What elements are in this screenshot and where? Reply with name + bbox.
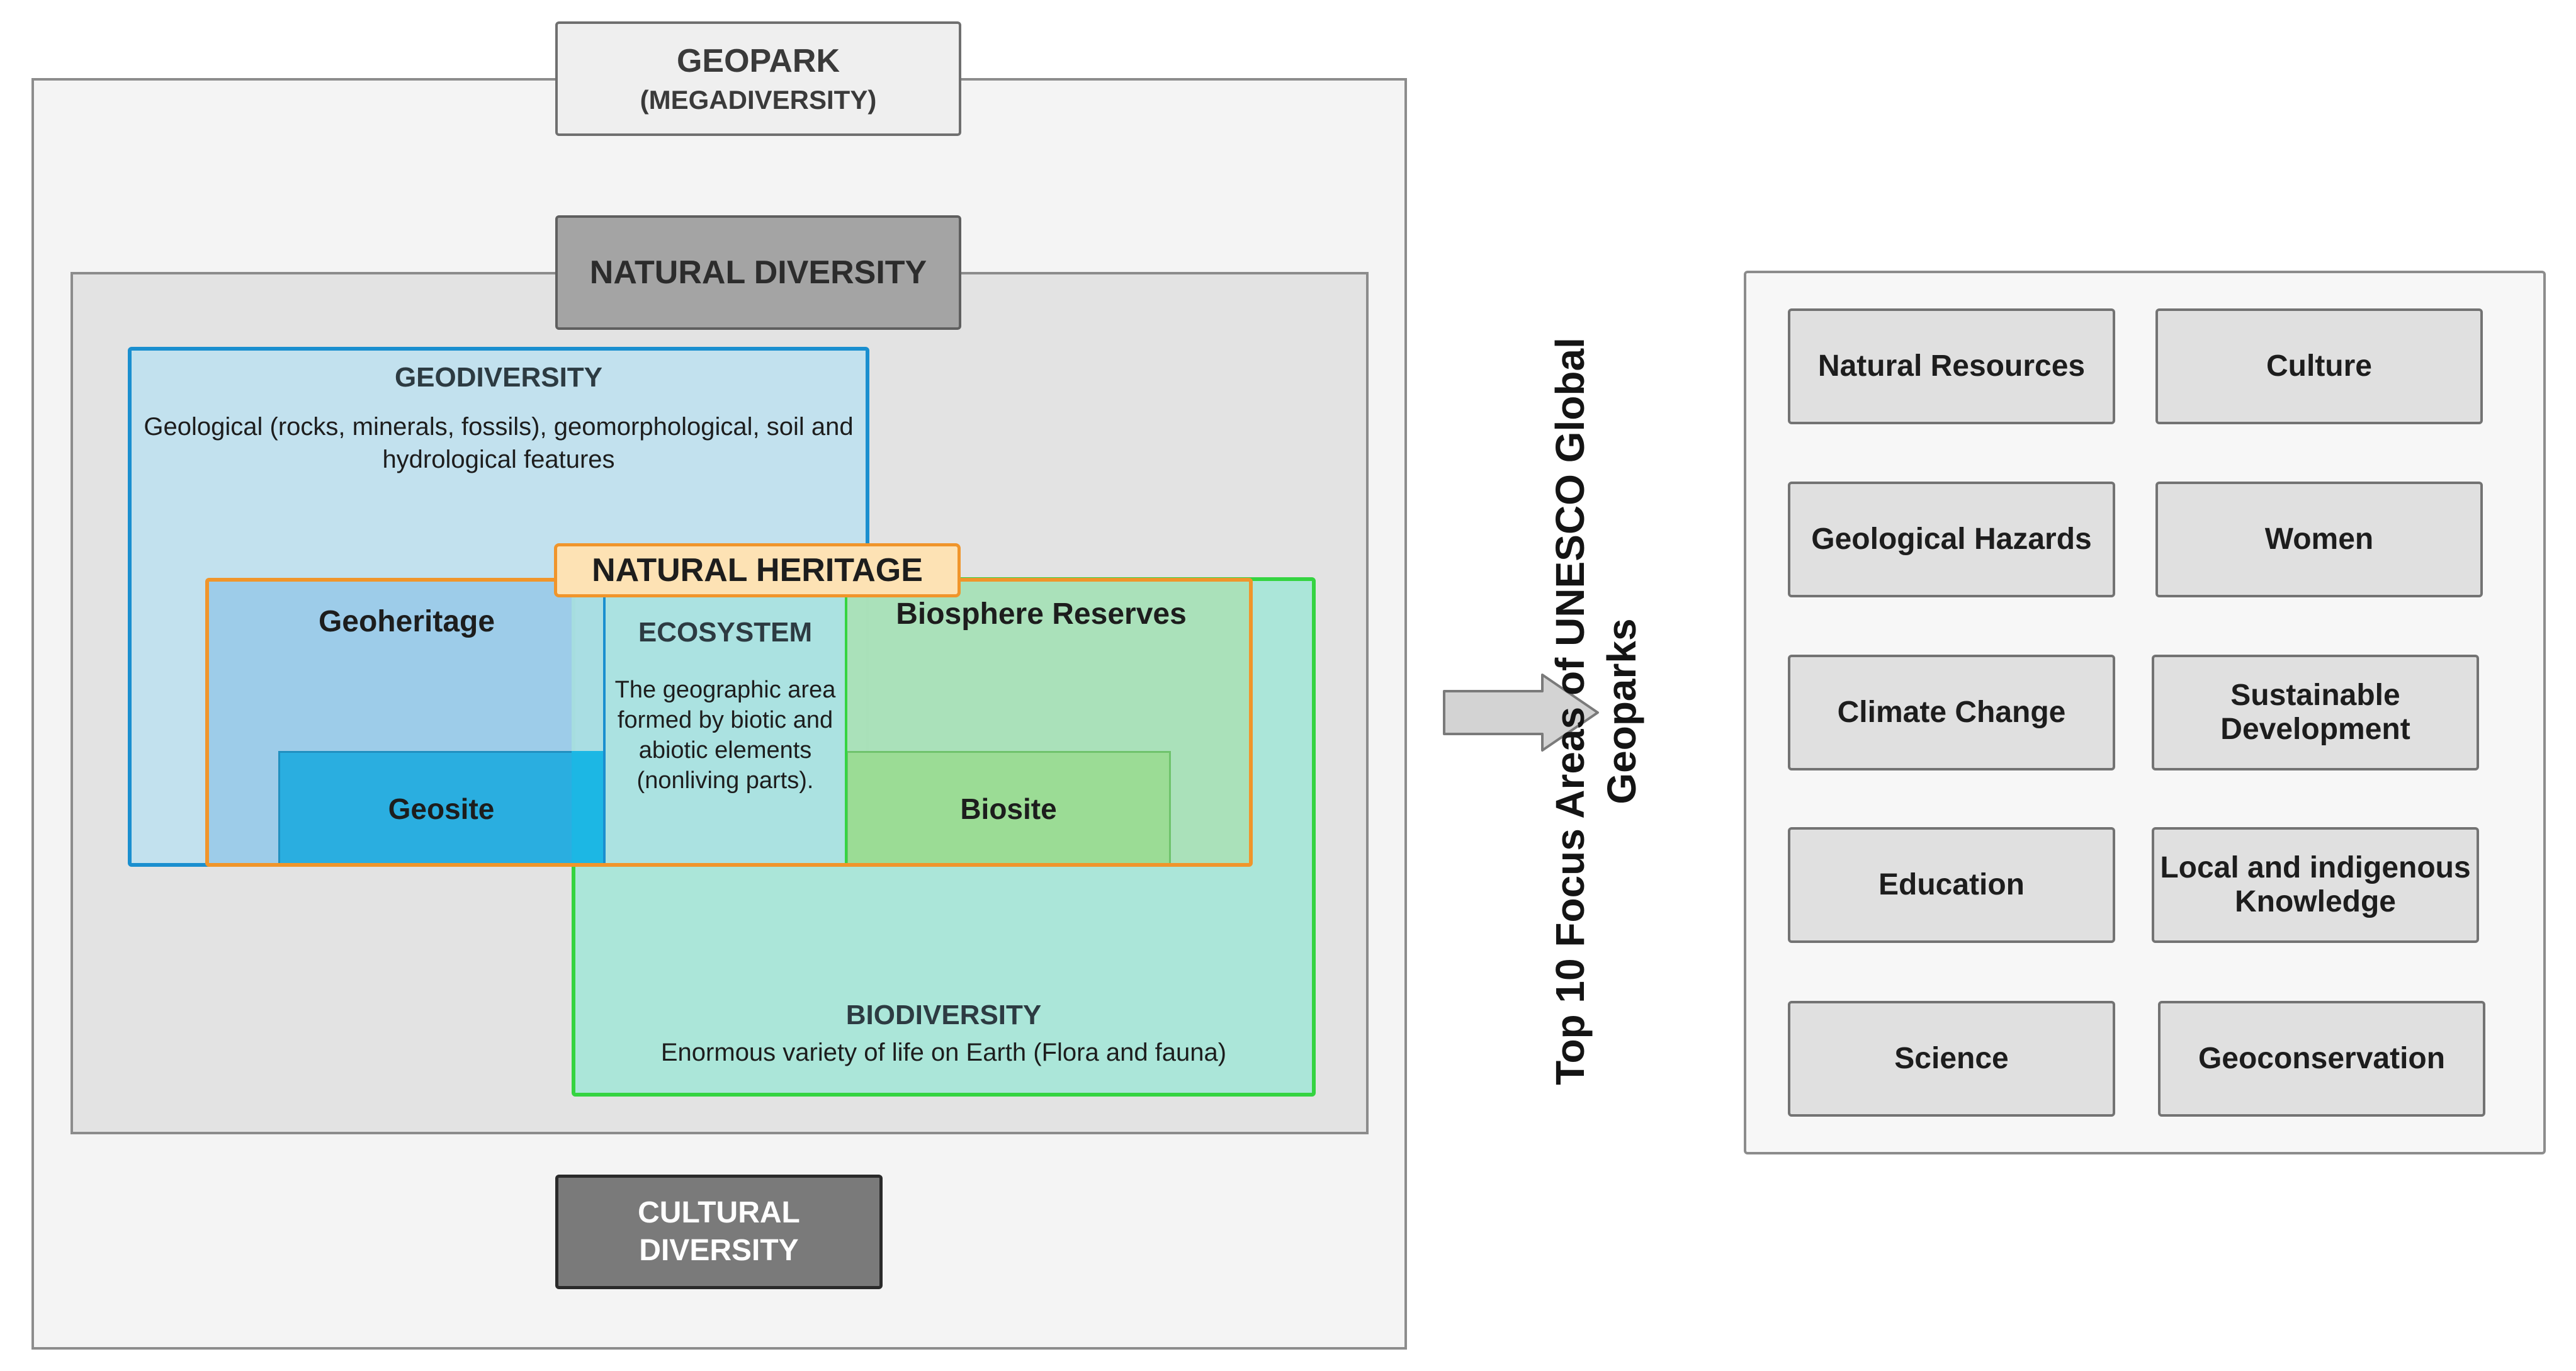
geopark-title: GEOPARK [676, 43, 840, 79]
biodiversity-divider [845, 582, 847, 867]
biosite-label: Biosite [960, 793, 1057, 825]
natural-diversity-label: NATURAL DIVERSITY [555, 215, 961, 330]
focus-item-climate-change: Climate Change [1788, 655, 2115, 770]
ecosystem-area [572, 582, 846, 863]
focus-item-sustainable-development: Sustainable Development [2152, 655, 2479, 770]
focus-item-science: Science [1788, 1001, 2115, 1117]
focus-item-culture: Culture [2155, 308, 2483, 424]
focus-item-local-indigenous-knowledge: Local and indigenous Knowledge [2152, 827, 2479, 943]
geopark-subtitle: (MEGADIVERSITY) [640, 85, 877, 115]
ecosystem-title: ECOSYSTEM [638, 617, 813, 648]
focus-item-geological-hazards: Geological Hazards [1788, 482, 2115, 597]
natural-heritage-label: NATURAL HERITAGE [554, 543, 961, 597]
geodiversity-divider [603, 582, 606, 867]
geoheritage-label: Geoheritage [318, 605, 495, 638]
focus-areas-title: Top 10 Focus Areas of UNESCO Global Geop… [1547, 337, 1644, 1085]
cultural-diversity-label: CULTURAL DIVERSITY [555, 1175, 883, 1289]
focus-item-natural-resources: Natural Resources [1788, 308, 2115, 424]
geodiversity-title: GEODIVERSITY [394, 362, 603, 393]
focus-item-geoconservation: Geoconservation [2158, 1001, 2485, 1117]
focus-item-education: Education [1788, 827, 2115, 943]
geopark-label: GEOPARK (MEGADIVERSITY) [555, 21, 961, 136]
ecosystem-description: The geographic area formed by biotic and… [614, 677, 836, 794]
geosite-label: Geosite [388, 793, 495, 825]
biosphere-reserves-label: Biosphere Reserves [896, 597, 1187, 631]
geodiversity-description: Geological (rocks, minerals, fossils), g… [144, 413, 854, 473]
geosite-overlap [572, 751, 604, 867]
biodiversity-description: Enormous variety of life on Earth (Flora… [660, 1039, 1227, 1066]
biodiversity-title: BIODIVERSITY [845, 1000, 1042, 1030]
focus-item-women: Women [2155, 482, 2483, 597]
right-arrow-icon [1443, 674, 1599, 752]
